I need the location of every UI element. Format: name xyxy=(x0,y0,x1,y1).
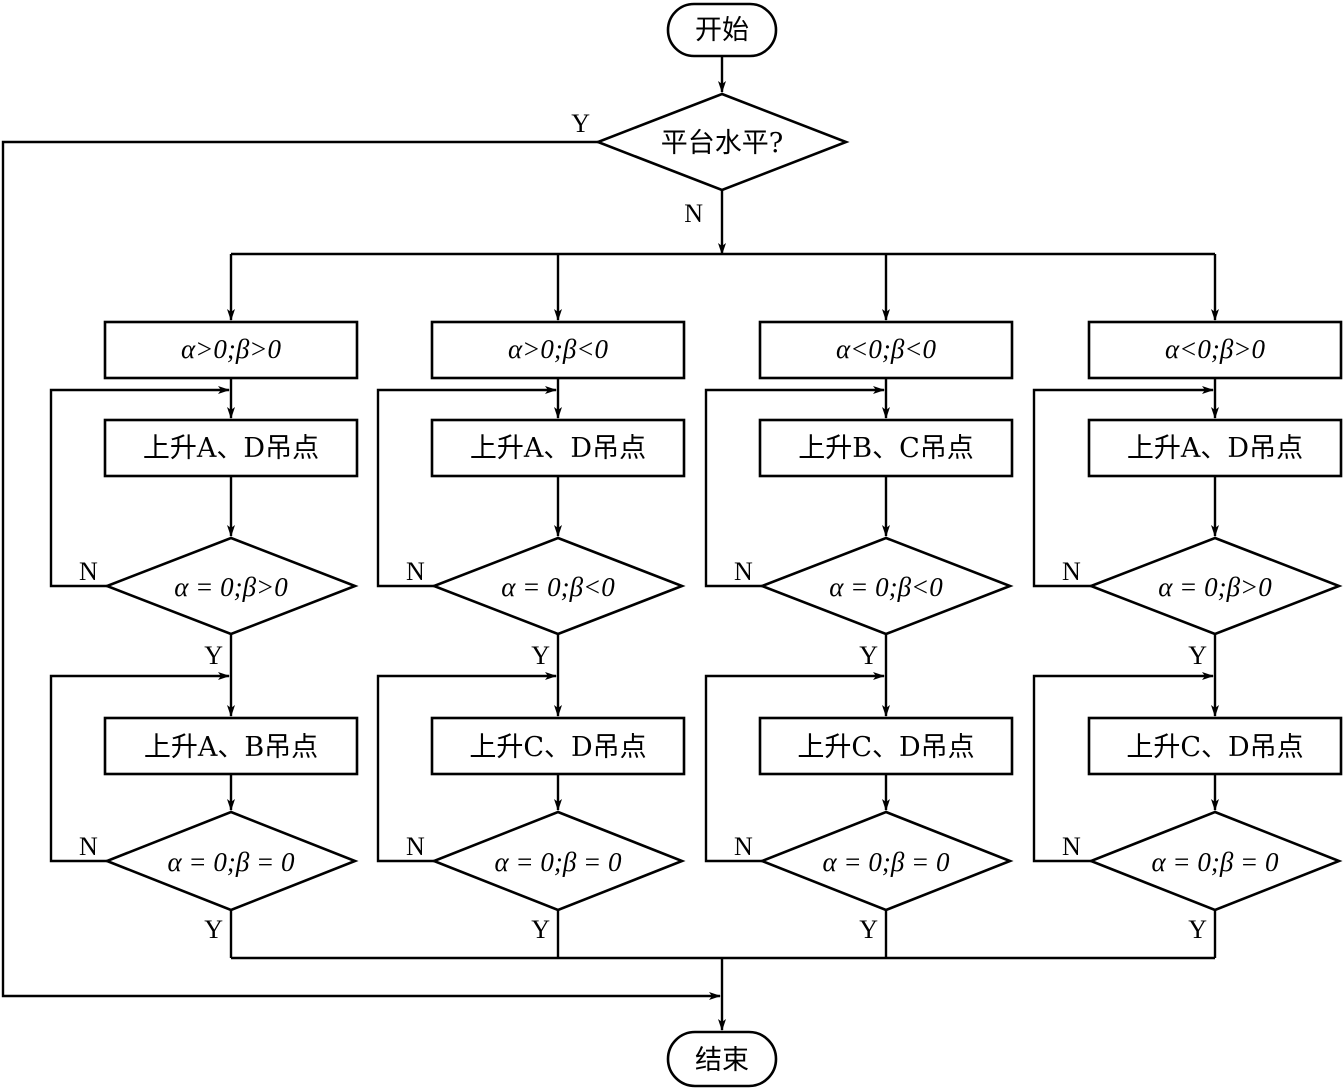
connector-check1-no-loop xyxy=(1032,386,1214,588)
check1-yes-label: Y xyxy=(204,641,223,670)
level-check-label: 平台水平? xyxy=(661,128,783,159)
check2-label: α = 0;β = 0 xyxy=(1151,847,1279,877)
check1-label: α = 0;β>0 xyxy=(174,572,288,602)
check1-yes-label: Y xyxy=(859,641,878,670)
step2-label: 上升A、B吊点 xyxy=(144,732,318,763)
connector-check2-no-loop xyxy=(376,672,557,863)
check1-no-label: N xyxy=(734,557,753,586)
check2-yes-label: Y xyxy=(1188,915,1207,944)
step1-label: 上升A、D吊点 xyxy=(470,433,646,464)
check2-no-label: N xyxy=(1062,832,1081,861)
check1-label: α = 0;β<0 xyxy=(501,572,615,602)
condition-label: α<0;β<0 xyxy=(836,334,937,364)
start-label: 开始 xyxy=(695,15,749,46)
step2-box: 上升C、D吊点 xyxy=(758,716,1014,776)
step1-label: 上升B、C吊点 xyxy=(798,433,974,464)
end-node: 结束 xyxy=(666,1030,778,1088)
check1-no-label: N xyxy=(1062,557,1081,586)
check2-label: α = 0;β = 0 xyxy=(822,847,950,877)
step1-box: 上升A、D吊点 xyxy=(1087,418,1343,478)
connector-yes-bypass xyxy=(1,140,721,1000)
check2-decision: α = 0;β = 0 xyxy=(758,810,1014,912)
check2-decision: α = 0;β = 0 xyxy=(103,810,359,912)
check1-no-label: N xyxy=(79,557,98,586)
check1-decision: α = 0;β<0 xyxy=(430,536,686,636)
check1-decision: α = 0;β>0 xyxy=(103,536,359,636)
step2-box: 上升C、D吊点 xyxy=(1087,716,1343,776)
check2-yes-label: Y xyxy=(859,915,878,944)
check2-decision: α = 0;β = 0 xyxy=(1087,810,1343,912)
check2-yes-label: Y xyxy=(531,915,550,944)
connector-check2-no-loop xyxy=(49,672,230,863)
step1-box: 上升A、D吊点 xyxy=(103,418,359,478)
check2-no-label: N xyxy=(79,832,98,861)
check1-yes-label: Y xyxy=(1188,641,1207,670)
check1-label: α = 0;β>0 xyxy=(1158,572,1272,602)
step1-box: 上升A、D吊点 xyxy=(430,418,686,478)
end-label: 结束 xyxy=(695,1045,749,1076)
level-check-no-label: N xyxy=(684,199,703,228)
step1-label: 上升A、D吊点 xyxy=(143,433,319,464)
check1-label: α = 0;β<0 xyxy=(829,572,943,602)
check1-decision: α = 0;β<0 xyxy=(758,536,1014,636)
check1-yes-label: Y xyxy=(531,641,550,670)
check1-decision: α = 0;β>0 xyxy=(1087,536,1343,636)
level-check-decision: 平台水平? xyxy=(594,92,850,192)
connector-check2-no-loop xyxy=(1032,672,1214,863)
check2-yes-label: Y xyxy=(204,915,223,944)
check2-decision: α = 0;β = 0 xyxy=(430,810,686,912)
condition-box: α>0;β>0 xyxy=(103,320,359,380)
check1-no-label: N xyxy=(406,557,425,586)
connector-check1-no-loop xyxy=(704,386,885,588)
step1-box: 上升B、C吊点 xyxy=(758,418,1014,478)
step1-label: 上升A、D吊点 xyxy=(1127,433,1303,464)
step2-box: 上升C、D吊点 xyxy=(430,716,686,776)
condition-label: α>0;β<0 xyxy=(508,334,609,364)
step2-label: 上升C、D吊点 xyxy=(469,732,646,763)
condition-label: α<0;β>0 xyxy=(1165,334,1266,364)
check2-no-label: N xyxy=(406,832,425,861)
check2-no-label: N xyxy=(734,832,753,861)
step2-label: 上升C、D吊点 xyxy=(1126,732,1303,763)
start-node: 开始 xyxy=(666,2,778,58)
connector-check1-no-loop xyxy=(49,386,230,588)
connector-check1-no-loop xyxy=(376,386,557,588)
condition-box: α<0;β>0 xyxy=(1087,320,1343,380)
check2-label: α = 0;β = 0 xyxy=(494,847,622,877)
check2-label: α = 0;β = 0 xyxy=(167,847,295,877)
condition-box: α>0;β<0 xyxy=(430,320,686,380)
connector-check2-no-loop xyxy=(704,672,885,863)
step2-label: 上升C、D吊点 xyxy=(797,732,974,763)
condition-label: α>0;β>0 xyxy=(181,334,282,364)
condition-box: α<0;β<0 xyxy=(758,320,1014,380)
level-check-yes-label: Y xyxy=(571,109,590,138)
step2-box: 上升A、B吊点 xyxy=(103,716,359,776)
